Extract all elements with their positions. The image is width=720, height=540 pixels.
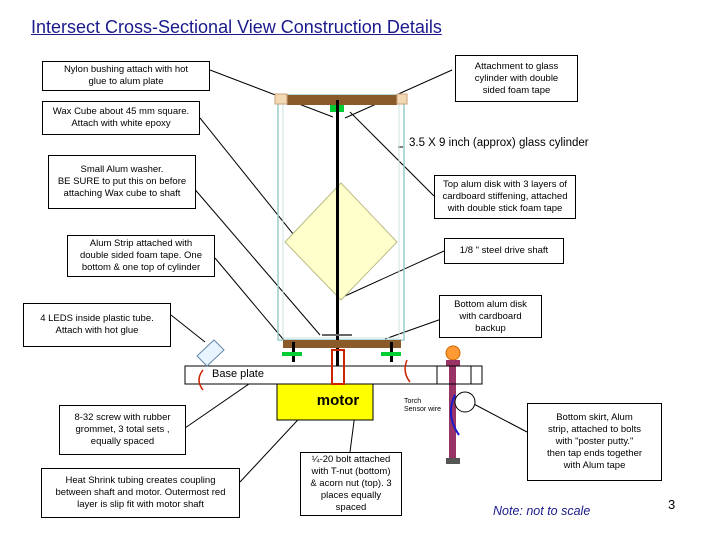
label-leds: 4 LEDS inside plastic tube. Attach with … [23, 303, 171, 347]
leader-top-disk [349, 111, 435, 197]
label-alum-strip: Alum Strip attached with double sided fo… [67, 235, 215, 277]
label-bottom-skirt: Bottom skirt, Alum strip, attached to bo… [527, 403, 662, 481]
label-nylon-bushing: Nylon bushing attach with hot glue to al… [42, 61, 210, 91]
top-foam-tape-left [274, 93, 288, 105]
top-foam-tape-right [396, 93, 408, 105]
led-tube [196, 339, 225, 391]
motor [276, 383, 374, 421]
acorn-nut [445, 345, 461, 361]
label-bottom-disk: Bottom alum disk with cardboard backup [439, 295, 542, 338]
skirt-bolt-assembly [436, 345, 476, 464]
torch-sensor-label: Torch Sensor wire [404, 398, 441, 413]
label-heat-shrink: Heat Shrink tubing creates coupling betw… [41, 468, 240, 518]
bottom-alum-disk [283, 340, 401, 348]
leader-leds [170, 314, 206, 343]
label-glass-cylinder: 3.5 X 9 inch (approx) glass cylinder [409, 137, 589, 149]
label-alum-washer: Small Alum washer. BE SURE to put this o… [48, 155, 196, 209]
leader-drive-shaft [344, 250, 445, 297]
label-drive-shaft: 1/8 " steel drive shaft [444, 238, 564, 264]
label-attachment-glass: Attachment to glass cylinder with double… [455, 55, 578, 102]
top-alum-disk [287, 95, 397, 105]
motor-label: motor [316, 392, 360, 409]
poster-putty-wire [449, 394, 460, 436]
leader-alum-washer [191, 185, 321, 336]
bottom-bolts [282, 342, 401, 362]
label-top-disk: Top alum disk with 3 layers of cardboard… [434, 175, 576, 219]
label-wax-cube: Wax Cube about 45 mm square. Attach with… [42, 101, 200, 135]
leader-nylon-bushing [209, 69, 334, 118]
heat-shrink-coupling [331, 349, 345, 385]
page-number: 3 [668, 497, 676, 512]
label-bolt: ¼-20 bolt attached with T-nut (bottom) &… [300, 452, 402, 516]
leader-alum-strip [214, 257, 289, 346]
bolt-shaft [449, 360, 456, 464]
page-title: Intersect Cross-Sectional View Construct… [31, 17, 442, 37]
leader-bottom-skirt [469, 401, 528, 433]
steel-drive-shaft [336, 100, 339, 385]
label-screw: 8-32 screw with rubber grommet, 3 total … [59, 405, 186, 455]
torch-sensor-wire [404, 359, 411, 383]
base-plate-label: Base plate [212, 368, 264, 380]
wax-cube [284, 182, 398, 301]
scale-note: Note: not to scale [493, 504, 591, 518]
